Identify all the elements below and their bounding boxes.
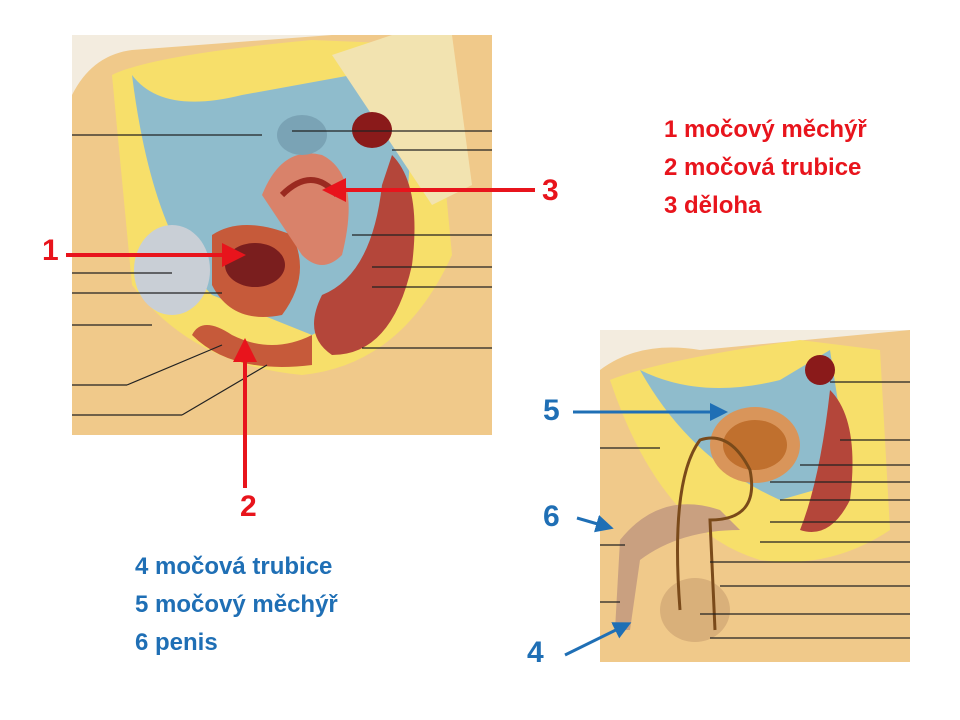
arrow-6 — [576, 515, 614, 533]
marker-3: 3 — [542, 174, 559, 207]
marker-4: 4 — [527, 636, 544, 669]
arrow-4 — [564, 622, 632, 657]
legend-item: 3 děloha — [664, 192, 762, 219]
legend-item: 4 močová trubice — [135, 553, 333, 580]
legend-item: 5 močový měchýř — [135, 591, 338, 618]
female-legend: 1 močový měchýř 2 močová trubice 3 děloh… — [664, 111, 867, 225]
legend-item: 6 penis — [135, 629, 218, 656]
male-pelvis-illustration — [600, 330, 910, 662]
male-legend: 4 močová trubice 5 močový měchýř 6 penis — [135, 548, 338, 662]
marker-5: 5 — [543, 394, 560, 427]
legend-item: 1 močový měchýř — [664, 116, 867, 143]
marker-6: 6 — [543, 500, 560, 533]
marker-1: 1 — [42, 234, 59, 267]
female-pelvis-illustration — [72, 35, 492, 435]
legend-item: 2 močová trubice — [664, 154, 862, 181]
marker-2: 2 — [240, 490, 257, 523]
